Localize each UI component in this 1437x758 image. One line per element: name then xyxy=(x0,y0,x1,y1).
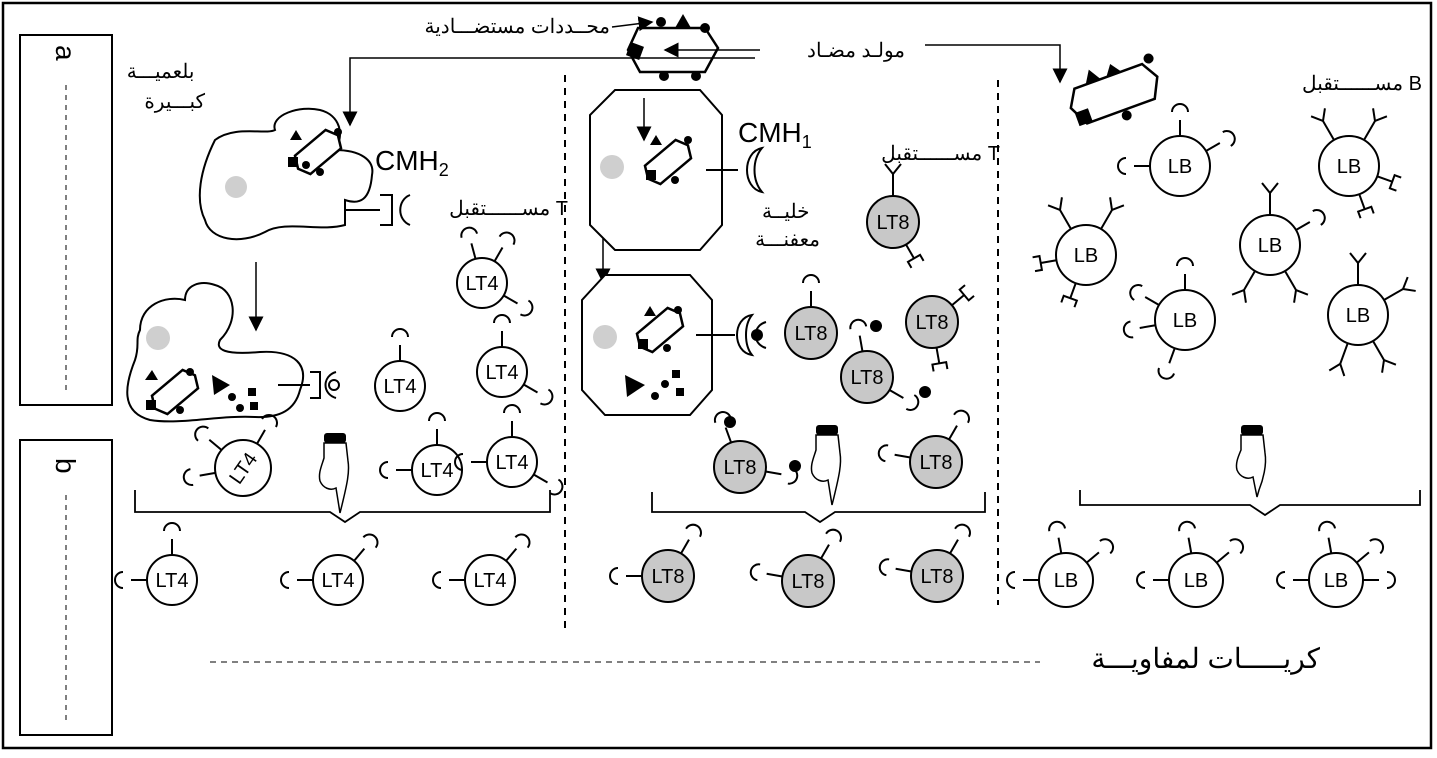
side-label-a: a xyxy=(50,45,81,61)
lt4-clone-2: LT4 xyxy=(281,534,377,605)
lb-clone-3-label: LB xyxy=(1324,570,1348,592)
lt4-cell-mid-right: LT4 xyxy=(455,405,562,494)
lt4-cell-binding-label: LT4 xyxy=(384,376,417,398)
lt8-clone-1-label: LT8 xyxy=(652,566,685,588)
infected-cell-top xyxy=(590,90,762,250)
lt4-cell-mid-label: LT4 xyxy=(421,460,454,482)
lt8-clone-1: LT8 xyxy=(610,525,701,602)
perforin-dot xyxy=(919,386,931,398)
macrophage-presenting xyxy=(127,283,339,421)
lb-cell-mid: LB xyxy=(1232,183,1325,303)
lt4-clone-3: LT4 xyxy=(433,534,529,605)
lb-clone-3: LB xyxy=(1277,522,1395,607)
lt4-cell-receptor-top-label: LT4 xyxy=(466,273,499,295)
lt8-cell-binding-label: LT8 xyxy=(795,323,828,345)
lb-cell-binding-label: LB xyxy=(1168,156,1192,178)
lb-cell-binding: LB xyxy=(1118,104,1235,196)
cmh1-text: CMH xyxy=(738,117,802,148)
cmh2-label: CMH2 xyxy=(375,145,449,180)
lt8-clone-3-label: LT8 xyxy=(921,566,954,588)
lt8-cell-lower-right-label: LT8 xyxy=(920,452,953,474)
lt8-clone-3: LT8 xyxy=(880,525,970,602)
lt4-clone-1-label: LT4 xyxy=(156,570,189,592)
lb-cell-left: LB xyxy=(1033,197,1124,307)
lb-cell-lower-right: LB xyxy=(1328,253,1416,376)
perforin-dot xyxy=(724,416,736,428)
lb-clone-1-label: LB xyxy=(1054,570,1078,592)
arrow-to-b xyxy=(925,45,1060,82)
hand-icon-middle xyxy=(811,425,840,505)
infected-cell-label-line1: خليــة xyxy=(762,201,809,223)
lt4-cell-receptor-top: LT4 xyxy=(457,228,532,316)
macrophage-label: بلعميـــة كبـــيرة xyxy=(127,61,206,113)
lt4-clone-3-label: LT4 xyxy=(474,570,507,592)
bracket-lt8 xyxy=(652,492,985,522)
side-label-b: b xyxy=(50,458,81,474)
lt8-cell-top: LT8 xyxy=(867,164,924,268)
perforin-dot xyxy=(870,320,882,332)
lt8-clone-2-label: LT8 xyxy=(792,571,825,593)
perforin-dot xyxy=(789,460,801,472)
lb-clone-2: LB xyxy=(1137,522,1243,607)
lt8-cell-binding: LT8 xyxy=(785,275,837,359)
lymphocytes-label: كريـــــات لمفاويـــة xyxy=(1091,643,1320,675)
lb-cell-mid-label: LB xyxy=(1258,235,1282,257)
lt4-cell-binding: LT4 xyxy=(375,329,425,411)
lt8-clone-2: LT8 xyxy=(751,530,841,607)
macrophage-label-line1: بلعميـــة xyxy=(127,61,195,83)
t-receptor-label-left: مســــــتقبل T xyxy=(449,198,568,220)
lt8-cell-right-label: LT8 xyxy=(916,312,949,334)
lt4-cell-right: LT4 xyxy=(477,315,552,404)
cmh1-label: CMH1 xyxy=(738,117,812,152)
t-receptor-label-middle: مســــــتقبل T xyxy=(881,143,1000,165)
side-box-a: a xyxy=(20,35,112,405)
infected-cell-label: خليــة معفنـــة xyxy=(755,201,820,251)
cmh1-subscript: 1 xyxy=(802,132,812,152)
lt4-clone-1: LT4 xyxy=(115,523,197,605)
hand-icon-right xyxy=(1236,425,1265,497)
lb-cell-top-right-label: LB xyxy=(1337,156,1361,178)
lt8-cell-perforin: LT8 xyxy=(841,320,918,410)
cmh2-subscript: 2 xyxy=(439,160,449,180)
antigen-b xyxy=(1061,47,1171,137)
cmh2-text: CMH xyxy=(375,145,439,176)
side-box-b: b xyxy=(20,440,112,735)
macrophage-label-line2: كبـــيرة xyxy=(144,91,205,113)
infected-cell-presenting xyxy=(582,275,766,415)
antigen-label: مولـد مضـاد xyxy=(807,40,905,62)
lt4-cell-mid-right-label: LT4 xyxy=(496,452,529,474)
lb-clone-2-label: LB xyxy=(1184,570,1208,592)
lb-cell-lower-label: LB xyxy=(1173,310,1197,332)
infected-cell-label-line2: معفنـــة xyxy=(755,229,820,251)
lb-cell-lower-right-label: LB xyxy=(1346,305,1370,327)
lt4-clone-2-label: LT4 xyxy=(322,570,355,592)
lb-cell-left-label: LB xyxy=(1074,245,1098,267)
bracket-lb xyxy=(1080,490,1420,515)
epitopes-arrow xyxy=(612,22,652,27)
lb-clone-1: LB xyxy=(1007,522,1113,607)
lt4-cell-right-label: LT4 xyxy=(486,362,519,384)
epitopes-label: محــددات مستضـــادية xyxy=(425,16,611,38)
lb-cell-lower: LB xyxy=(1124,258,1215,379)
lb-cell-top-right: LB xyxy=(1311,108,1401,218)
lt8-cell-lower-label: LT8 xyxy=(724,457,757,479)
lt8-cell-top-label: LT8 xyxy=(877,212,910,234)
lt4-cell-mid: LT4 xyxy=(380,413,462,495)
hand-icon-left xyxy=(319,433,348,513)
lt8-cell-right: LT8 xyxy=(906,285,974,371)
lt4-cell-tilted: LT4 xyxy=(184,415,277,496)
b-receptor-label: مســــــتقبل B xyxy=(1302,73,1422,95)
lt8-cell-perforin-label: LT8 xyxy=(851,367,884,389)
lt8-cell-lower-right: LT8 xyxy=(879,411,969,488)
